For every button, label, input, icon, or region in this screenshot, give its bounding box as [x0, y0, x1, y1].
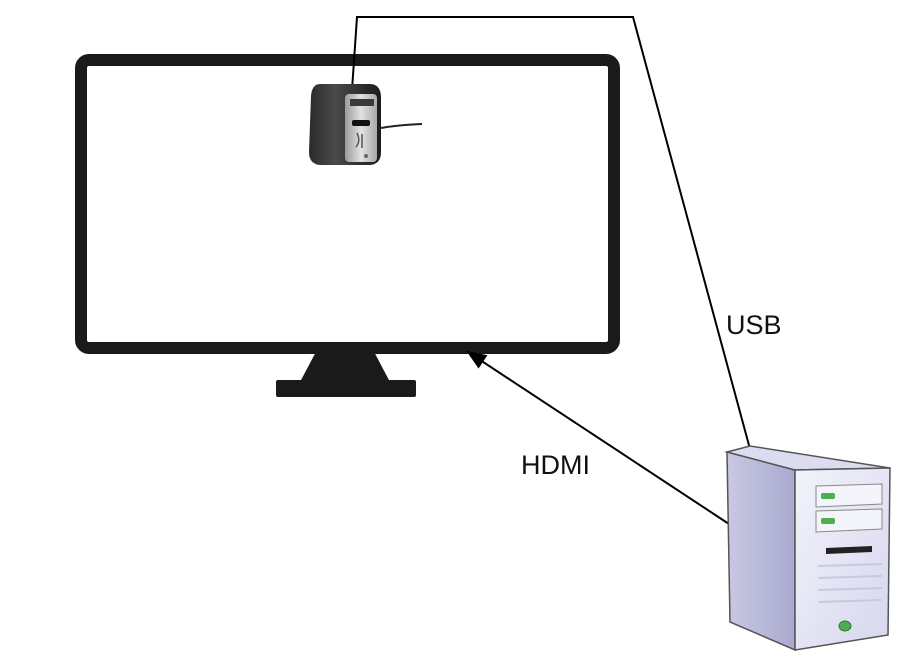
monitor-neck [300, 348, 390, 382]
computer-tower-icon [724, 445, 891, 652]
tower-side [726, 451, 796, 652]
hdmi-cable [466, 350, 730, 525]
usb-cable [351, 16, 751, 450]
drive-led [821, 518, 835, 524]
monitor-base [276, 380, 416, 397]
monitor-icon [75, 54, 620, 397]
drive-led [821, 493, 835, 499]
hdmi-label: HDMI [521, 450, 590, 480]
usb-label: USB [726, 310, 782, 340]
power-led [838, 620, 852, 632]
colorimeter-icon [309, 84, 423, 165]
